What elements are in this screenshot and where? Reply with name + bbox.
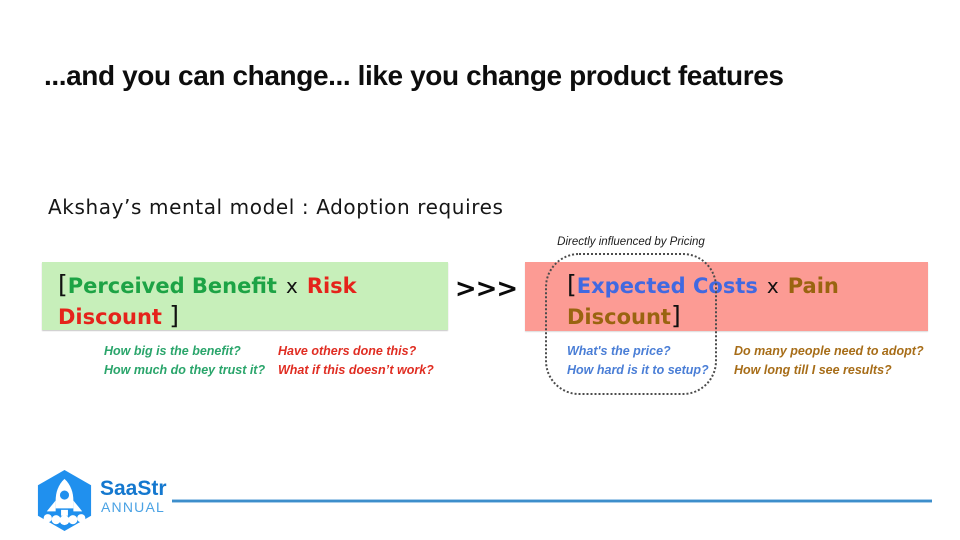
question-line: How hard is it to setup?	[567, 363, 709, 377]
question-line: Have others done this?	[278, 344, 417, 358]
term-perceived-benefit: Perceived Benefit	[67, 274, 277, 298]
cost-questions: What's the price? How hard is it to setu…	[567, 342, 709, 380]
perceived-benefit-box: [Perceived Benefit x Risk Discount ]	[42, 262, 448, 330]
term-risk-discount: Discount	[58, 305, 162, 329]
term-pain: Pain	[787, 274, 839, 298]
question-line: How long till I see results?	[734, 363, 892, 377]
footer-divider-line	[172, 500, 932, 502]
risk-questions: Have others done this? What if this does…	[278, 342, 434, 380]
left-formula: [Perceived Benefit x Risk Discount ]	[42, 262, 448, 332]
question-line: Do many people need to adopt?	[734, 344, 924, 358]
brand-name: SaaStr	[100, 477, 167, 500]
close-bracket: ]	[670, 301, 681, 330]
term-risk: Risk	[306, 274, 357, 298]
mental-model-subtitle: Akshay’s mental model : Adoption require…	[48, 195, 504, 219]
benefit-questions: How big is the benefit? How much do they…	[104, 342, 265, 380]
saastr-logo-rocket-icon	[37, 469, 92, 532]
pain-questions: Do many people need to adopt? How long t…	[734, 342, 924, 380]
question-line: How big is the benefit?	[104, 344, 241, 358]
question-line: What if this doesn’t work?	[278, 363, 434, 377]
slide-title: ...and you can change... like you change…	[44, 60, 784, 91]
open-bracket: [	[58, 270, 68, 299]
question-line: How much do they trust it?	[104, 363, 266, 377]
pricing-influence-outline	[545, 253, 717, 395]
term-expected-costs: Expected Costs	[576, 274, 758, 298]
multiply-operator: x	[285, 274, 298, 298]
question-line: What's the price?	[567, 344, 671, 358]
pricing-influence-label: Directly influenced by Pricing	[557, 236, 705, 248]
term-pain-discount: Discount	[567, 305, 671, 329]
multiply-operator: x	[766, 274, 779, 298]
brand-subname: ANNUAL	[101, 499, 165, 515]
close-bracket: ]	[169, 301, 180, 330]
greater-than-comparator: >>>	[454, 274, 518, 304]
